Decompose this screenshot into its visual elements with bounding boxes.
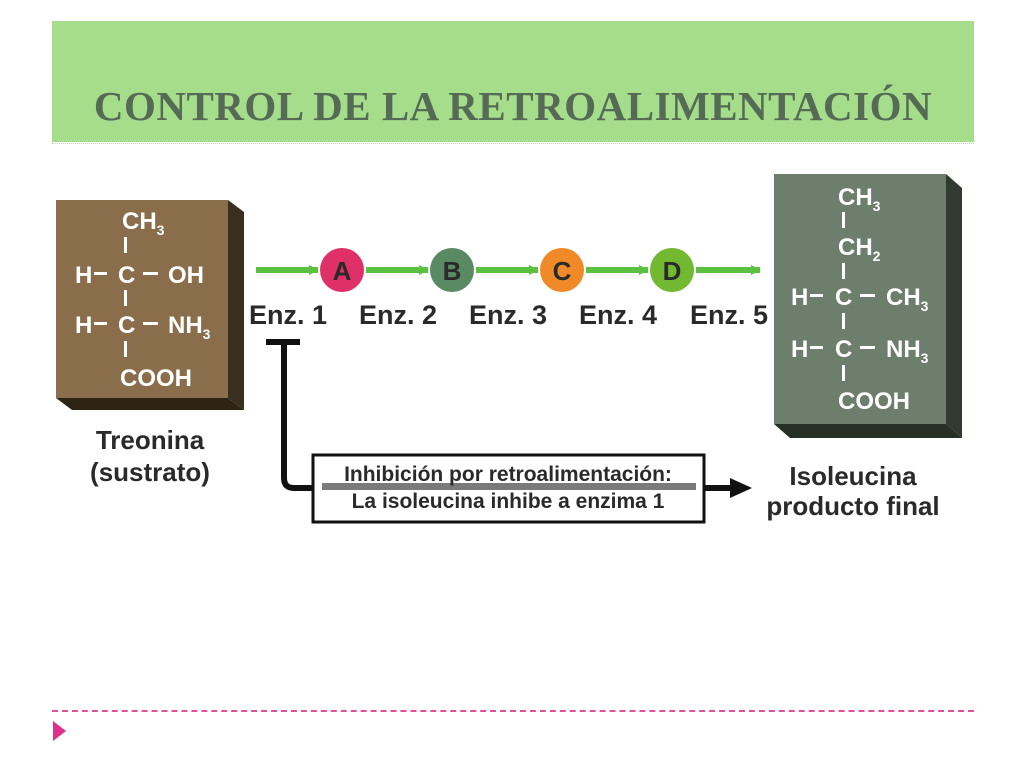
- substrate-top-group: CH3: [122, 208, 165, 238]
- substrate-role-label: (sustrato): [90, 457, 210, 487]
- substrate-c2: C: [118, 312, 135, 339]
- intermediate-a: A: [320, 248, 364, 292]
- product-label: Isoleucina: [789, 461, 917, 491]
- substrate-c1: C: [118, 262, 135, 289]
- product-second-group: CH2: [838, 234, 881, 264]
- svg-text:C: C: [553, 256, 572, 286]
- intermediate-d: D: [650, 248, 694, 292]
- play-arrow-icon: [53, 721, 66, 741]
- product-c2: C: [835, 336, 852, 363]
- product-formula: CH3 CH2 H C CH3 H C NH3 COOH: [791, 184, 929, 415]
- enzyme-label-4: Enz. 4: [579, 300, 657, 330]
- substrate-h2: H: [75, 312, 92, 339]
- inhibition-description: La isoleucina inhibe a enzima 1: [352, 490, 665, 513]
- product-top-group: CH3: [838, 184, 881, 214]
- feedback-inhibition-path: [266, 339, 752, 498]
- title-band: [52, 21, 974, 142]
- inhibition-bar: [266, 339, 300, 345]
- substrate-h1: H: [75, 262, 92, 289]
- enzyme-label-1: Enz. 1: [249, 300, 327, 330]
- inhibition-title: Inhibición por retroalimentación:: [344, 463, 672, 486]
- product-box: [774, 174, 962, 438]
- substrate-nh3: NH3: [168, 312, 211, 342]
- intermediate-b: B: [430, 248, 474, 292]
- substrate-formula: CH3 H C OH H C NH3 COOH: [75, 208, 211, 392]
- footer-divider: [52, 710, 974, 712]
- inhibition-arrowhead: [730, 478, 752, 498]
- svg-text:D: D: [663, 256, 682, 286]
- product-nh3: NH3: [886, 336, 929, 366]
- product-c1: C: [835, 284, 852, 311]
- substrate-cooh: COOH: [120, 365, 192, 392]
- enzyme-label-2: Enz. 2: [359, 300, 437, 330]
- inhibition-caption-box: Inhibición por retroalimentación: La iso…: [311, 453, 706, 524]
- enzyme-label-5: Enz. 5: [690, 300, 768, 330]
- enzyme-label-3: Enz. 3: [469, 300, 547, 330]
- substrate-label: Treonina: [96, 425, 205, 455]
- substrate-oh: OH: [168, 262, 204, 289]
- product-cooh: COOH: [838, 388, 910, 415]
- product-role-label: producto final: [766, 491, 939, 521]
- svg-text:A: A: [333, 256, 352, 286]
- enzyme-labels: Enz. 1 Enz. 2 Enz. 3 Enz. 4 Enz. 5: [249, 300, 768, 330]
- substrate-box: [56, 200, 244, 410]
- page-title: CONTROL DE LA RETROALIMENTACIÓN: [93, 83, 933, 129]
- product-ch3: CH3: [886, 284, 929, 314]
- intermediate-c: C: [540, 248, 584, 292]
- product-h2: H: [791, 336, 808, 363]
- title-divider: [52, 143, 974, 144]
- product-h1: H: [791, 284, 808, 311]
- svg-text:B: B: [443, 256, 462, 286]
